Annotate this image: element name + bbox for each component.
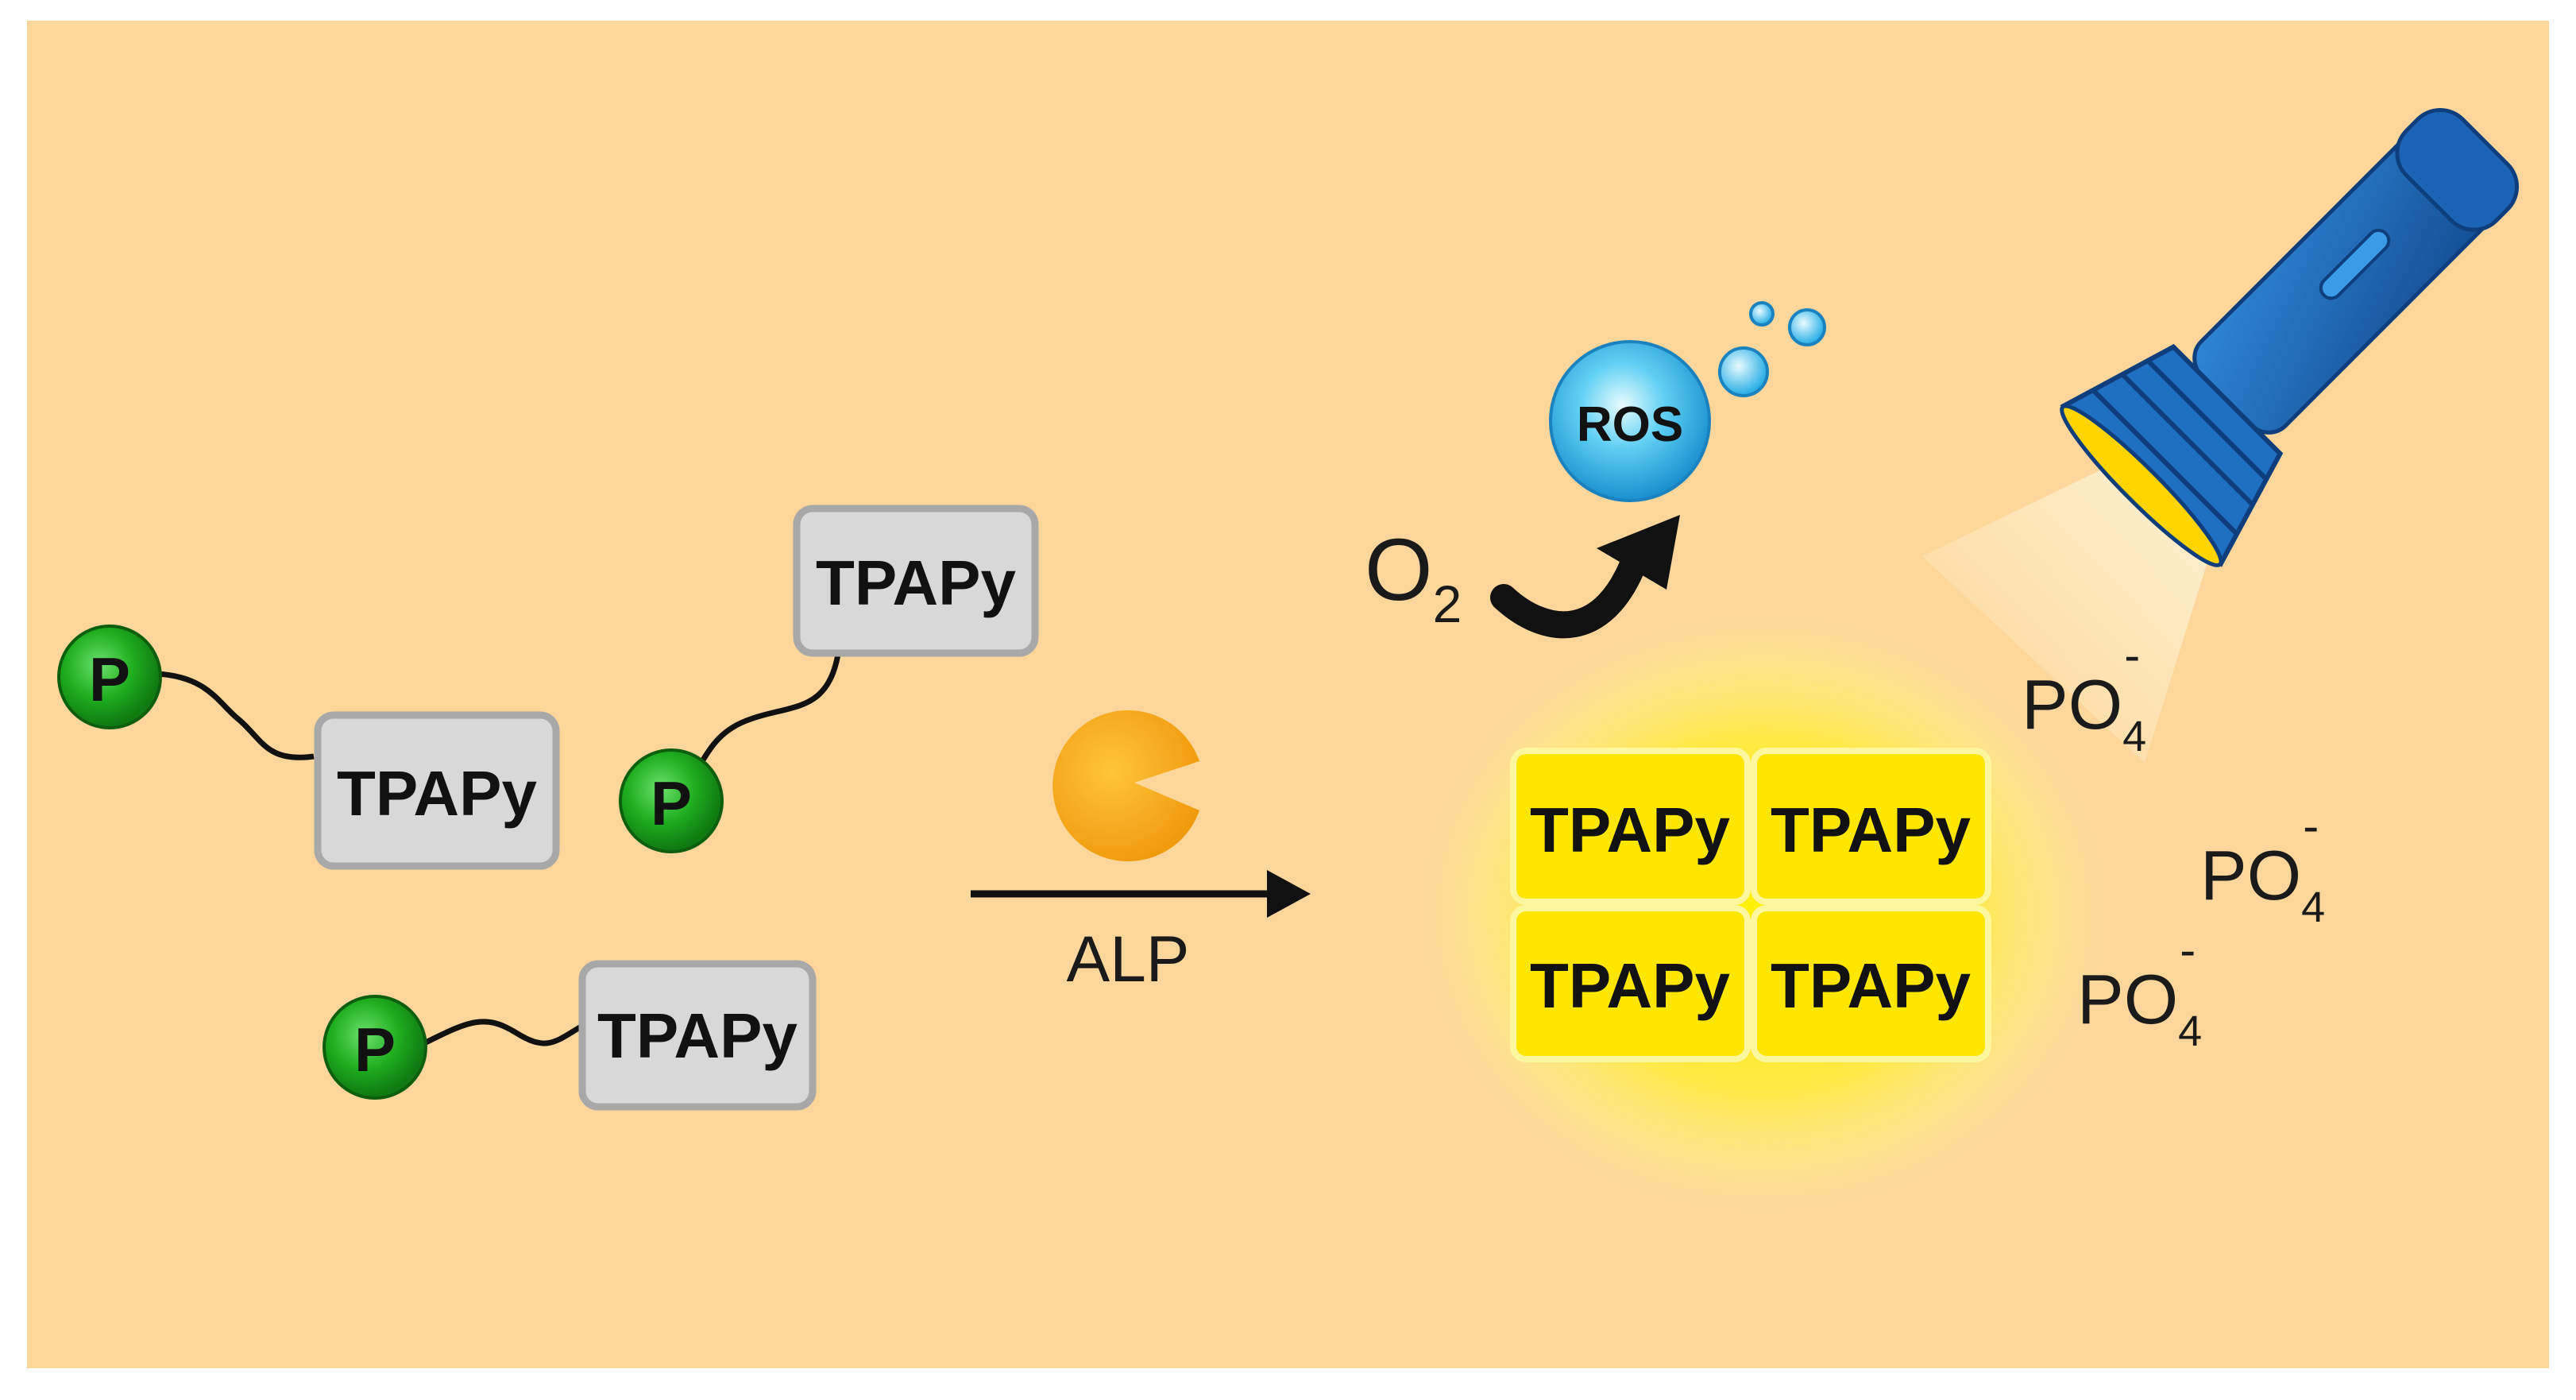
ros-sphere: ROS [1549,340,1711,502]
probe-label: TPAPy [337,758,537,829]
phosphate-sphere [57,625,162,729]
bubbles-icon [1718,301,1826,397]
aggregate-box [1751,748,1991,905]
pacman-enzyme-icon [1052,710,1199,861]
light-beam [1922,445,2224,763]
probe-molecule-3: TPAPy P [322,960,817,1111]
oxygen-base: O [1365,521,1433,619]
phosphate-label: P [651,768,692,838]
oxygen-subscript: 2 [1433,574,1462,633]
phosphate-ion-3: PO4- [2077,923,2202,1055]
phosphate-ion-2: PO4- [2200,799,2325,931]
phosphate-sphere [322,995,427,1100]
probe-label: TPAPy [816,547,1016,618]
aggregate-label: TPAPy [1530,795,1730,865]
probe-box [314,711,560,870]
flashlight-icon [2060,107,2520,567]
probe-box [793,505,1039,657]
conversion-arrowhead [1597,515,1680,590]
aggregate-grid: TPAPy TPAPy TPAPy TPAPy [1510,748,1991,1062]
ros-label: ROS [1577,397,1683,452]
enzyme-label: ALP [1067,923,1190,996]
probe-label: TPAPy [597,1000,798,1071]
aggregate-box [1510,905,1751,1062]
probe-box [578,960,817,1111]
probe-molecule-2: TPAPy P [619,505,1039,853]
aggregate-label: TPAPy [1771,950,1971,1021]
conversion-arrow [1490,543,1650,639]
phosphate-label: P [354,1015,396,1085]
background-panel [27,21,2549,1368]
aggregate-label: TPAPy [1530,950,1730,1021]
phosphate-sphere [619,748,724,853]
phosphate-label: P [89,644,130,714]
phosphate-ion-1: PO4- [2022,628,2146,760]
aggregate-box [1510,748,1751,905]
oxygen-label: O2 [1365,521,1462,633]
reaction-arrowhead [1267,870,1311,918]
aggregate-label: TPAPy [1771,795,1971,865]
probe-molecule-1: TPAPy P [57,625,560,870]
aggregate-box [1751,905,1991,1062]
